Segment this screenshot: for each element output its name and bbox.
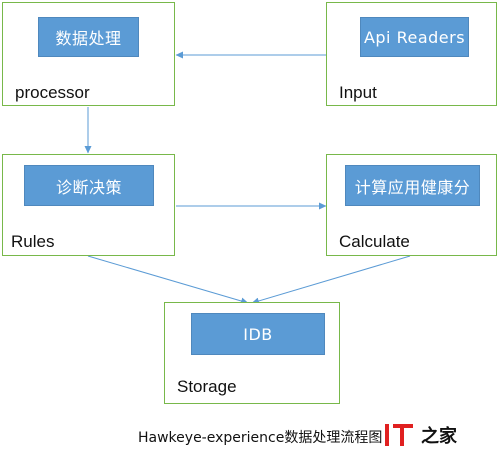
it-home-logo: 之家: [383, 418, 495, 452]
processor-inner-label: 数据处理: [55, 29, 122, 48]
input-label: Input: [339, 83, 377, 102]
rules-inner-box: 诊断决策: [24, 165, 154, 206]
processor-node: 数据处理 processor: [2, 2, 175, 106]
calculate-inner-box: 计算应用健康分: [345, 165, 480, 206]
processor-label: processor: [15, 83, 90, 102]
processor-inner-box: 数据处理: [38, 17, 139, 57]
diagram-caption: Hawkeye-experience数据处理流程图: [138, 430, 383, 446]
arrow-calculate-to-storage: [251, 255, 411, 305]
rules-label: Rules: [11, 232, 55, 251]
calculate-label: Calculate: [339, 232, 410, 251]
storage-inner-box: IDB: [191, 313, 325, 355]
watermark-text: 之家: [421, 426, 457, 447]
rules-node: 诊断决策 Rules: [2, 154, 175, 256]
storage-label: Storage: [177, 377, 237, 396]
rules-inner-label: 诊断决策: [55, 177, 122, 197]
input-inner-label: Api Readers: [363, 27, 466, 47]
calculate-node: 计算应用健康分 Calculate: [326, 154, 497, 256]
calculate-inner-label: 计算应用健康分: [354, 177, 471, 197]
input-node: Api Readers Input: [326, 2, 497, 106]
it-logo-icon: [383, 420, 417, 450]
storage-node: IDB Storage: [164, 302, 340, 404]
input-inner-box: Api Readers: [360, 17, 469, 57]
storage-inner-label: IDB: [243, 324, 273, 344]
arrow-rules-to-storage: [87, 255, 249, 305]
